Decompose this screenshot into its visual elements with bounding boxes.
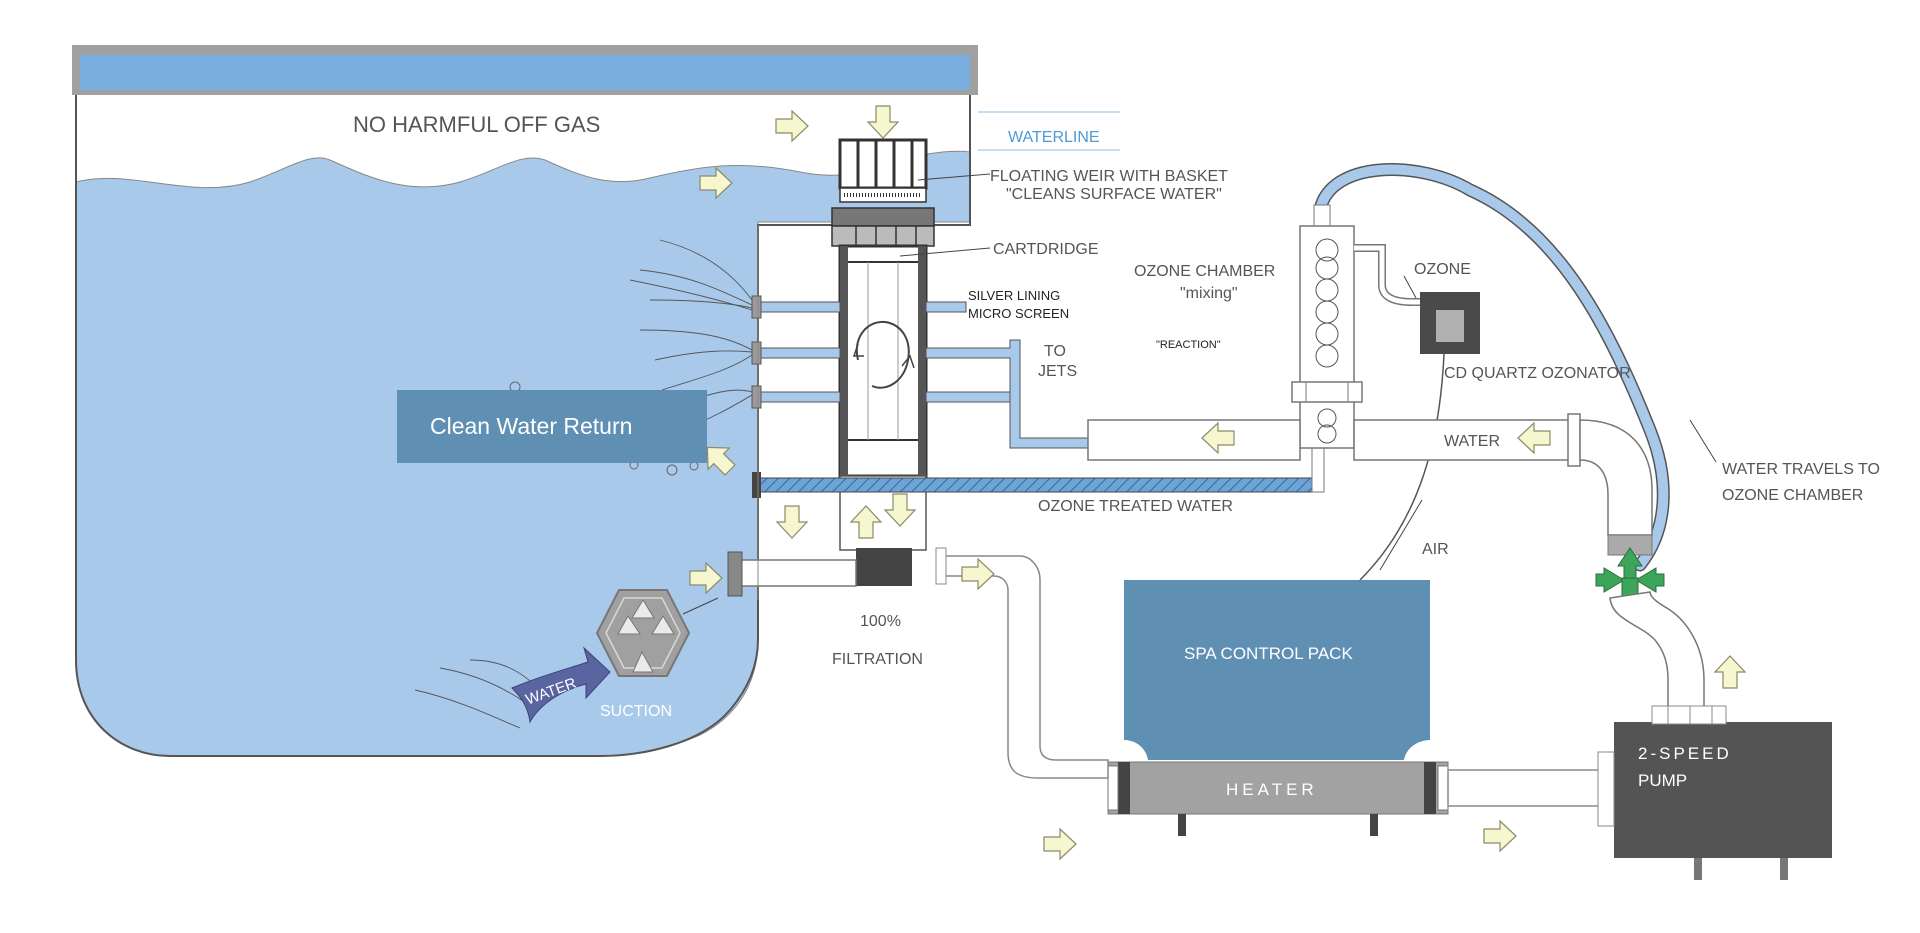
jet-spray-lines bbox=[629, 239, 753, 431]
floating-weir-basket bbox=[831, 138, 935, 247]
clean-water-return-label: Clean Water Return bbox=[430, 413, 632, 439]
weir-label-line1: FLOATING WEIR WITH BASKET bbox=[990, 168, 1228, 185]
arrow-icon bbox=[776, 505, 808, 539]
cartridge-label: CARTDRIDGE bbox=[993, 241, 1099, 258]
heater: HEATER bbox=[1107, 761, 1449, 836]
bubble bbox=[666, 464, 678, 476]
leader-lines bbox=[899, 111, 1717, 571]
two-speed-pump: 2-SPEED PUMP bbox=[1597, 705, 1832, 880]
ozone-chamber-label-line2: "mixing" bbox=[1180, 285, 1238, 302]
spa-control-pack-label: SPA CONTROL PACK bbox=[1184, 644, 1353, 663]
ozone-chamber bbox=[1291, 163, 1670, 572]
ozone-treated-water-pipe bbox=[759, 477, 1313, 493]
ozone-chamber-body bbox=[1299, 225, 1355, 449]
water-label: WATER bbox=[1444, 433, 1500, 450]
heater-label: HEATER bbox=[1226, 780, 1318, 799]
tub-outline bbox=[75, 95, 971, 757]
three-way-valve-icon bbox=[1595, 547, 1665, 605]
water-travels-label-line2: OZONE CHAMBER bbox=[1722, 487, 1863, 504]
jet-pipes bbox=[751, 295, 1089, 449]
ozone-return-fitting bbox=[752, 472, 761, 498]
ozone-chamber-label-line1: OZONE CHAMBER bbox=[1134, 263, 1275, 280]
water-to-chamber-pipe bbox=[1087, 413, 1653, 556]
weir-label-line2: "CLEANS SURFACE WATER" bbox=[1006, 186, 1222, 203]
air-label: AIR bbox=[1422, 541, 1449, 558]
filter-to-heater-pipe bbox=[937, 555, 1109, 779]
rotation-arrows-icon bbox=[852, 320, 915, 389]
pump-label-line1: 2-SPEED bbox=[1638, 744, 1732, 763]
suction-label: SUCTION bbox=[600, 703, 672, 720]
suction-hexagon-icon bbox=[595, 589, 691, 677]
arrow-icon bbox=[1714, 655, 1746, 689]
heater-to-pump-pipe bbox=[1447, 769, 1603, 807]
valve-to-pump-pipe bbox=[1609, 591, 1705, 715]
waterline-label: WATERLINE bbox=[1008, 129, 1100, 146]
filtration-block bbox=[856, 548, 912, 586]
spa-control-pack: SPA CONTROL PACK bbox=[1124, 580, 1430, 760]
to-jets-label-line2: JETS bbox=[1038, 363, 1077, 380]
filter-cartridge-bar-left bbox=[840, 246, 848, 476]
water-travels-label-line1: WATER TRAVELS TO bbox=[1722, 461, 1880, 478]
arrow-icon bbox=[1483, 820, 1517, 852]
filter-assembly bbox=[831, 138, 935, 586]
filtration-percent-label: 100% bbox=[860, 613, 901, 630]
cd-quartz-ozonator bbox=[1420, 292, 1480, 354]
clean-water-return-panel: Clean Water Return bbox=[397, 390, 707, 463]
arrow-icon bbox=[1043, 828, 1077, 860]
cd-quartz-ozonator-label: CD QUARTZ OZONATOR bbox=[1444, 365, 1631, 382]
pump-label-line2: PUMP bbox=[1638, 771, 1687, 790]
filter-outlet-fitting bbox=[935, 547, 947, 585]
silver-lining-label-line1: SILVER LINING bbox=[968, 288, 1060, 303]
suction-leader-line bbox=[682, 597, 719, 615]
arrow-icon bbox=[867, 105, 899, 139]
filter-cartridge-housing bbox=[838, 244, 928, 478]
ozone-mixing-swirls bbox=[1315, 238, 1339, 444]
suction-pipe bbox=[727, 551, 857, 597]
to-jets-label-line1: TO bbox=[1044, 343, 1066, 360]
ozone-label: OZONE bbox=[1414, 261, 1471, 278]
reaction-label: "REACTION" bbox=[1156, 339, 1221, 351]
air-line bbox=[1359, 353, 1445, 581]
silver-lining-label-line2: MICRO SCREEN bbox=[968, 306, 1069, 321]
filtration-label: FILTRATION bbox=[832, 651, 923, 668]
filter-cartridge-bar-right bbox=[918, 246, 926, 476]
no-harmful-off-gas-label: NO HARMFUL OFF GAS bbox=[353, 112, 600, 137]
ozone-treated-water-label: OZONE TREATED WATER bbox=[1038, 498, 1233, 515]
arrow-icon bbox=[775, 110, 809, 142]
tub-water-band bbox=[80, 55, 970, 90]
